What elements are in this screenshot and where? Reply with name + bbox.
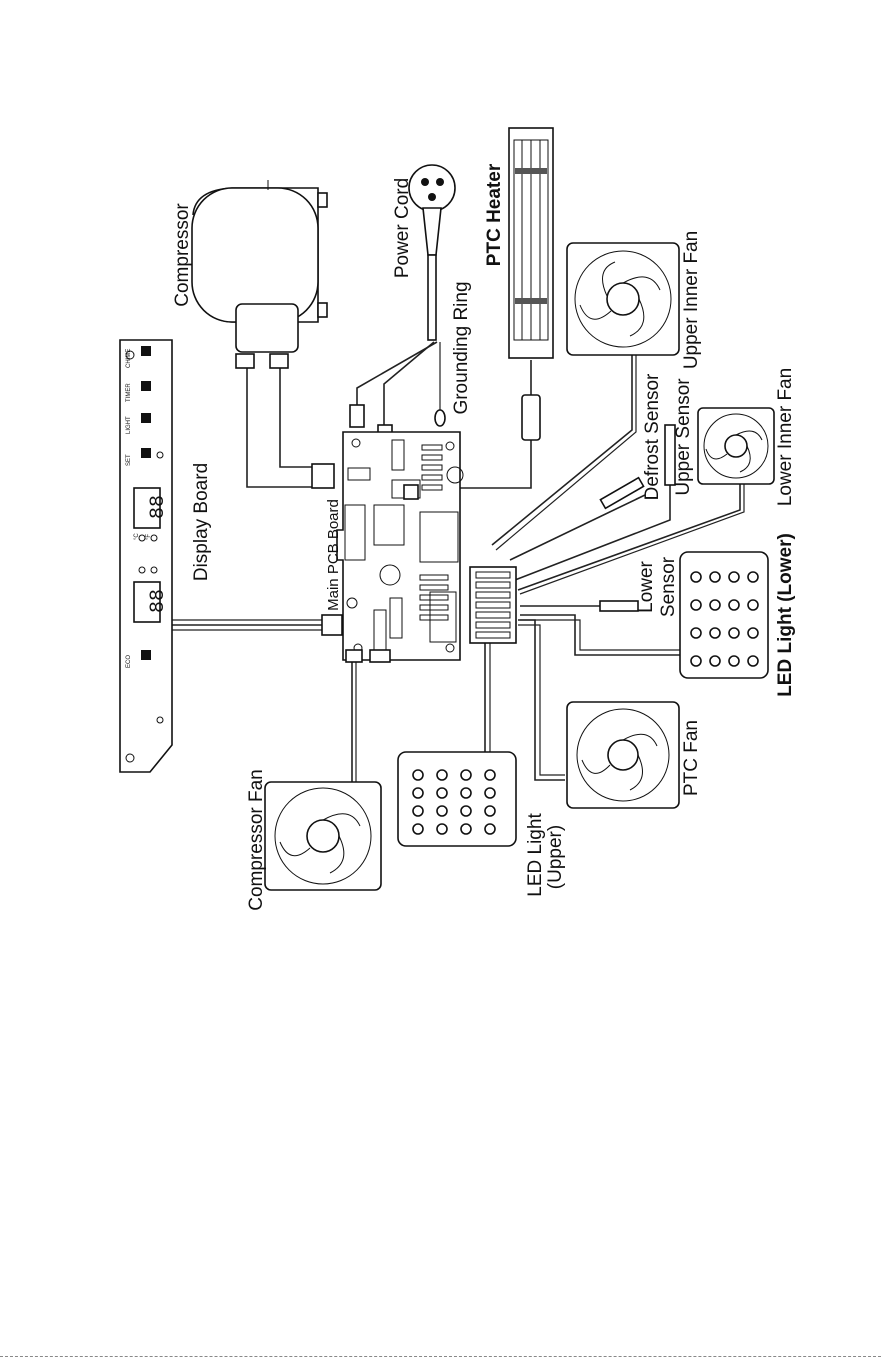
display-board: 88 88 CHIME TIMER LIGHT SET ECO °C °F (120, 340, 172, 772)
btn-label-chime: CHIME (126, 349, 132, 368)
btn-label-light: LIGHT (126, 416, 132, 434)
lower-inner-fan (698, 408, 774, 484)
label-lower-inner-fan: Lower Inner Fan (775, 368, 796, 506)
label-compressor: Compressor (172, 203, 193, 307)
label-ptc-fan: PTC Fan (681, 720, 702, 796)
label-ptc-heater: PTC Heater (484, 163, 505, 266)
upper-inner-fan (567, 243, 679, 355)
page-bottom-border (0, 1356, 881, 1357)
btn-label-set: SET (126, 454, 132, 466)
unit-c: °C (134, 533, 140, 540)
label-lower-sensor-1: Lower (636, 560, 657, 612)
svg-text:88: 88 (147, 495, 170, 519)
compressor (192, 180, 327, 368)
led-light-upper (398, 752, 516, 846)
svg-text:88: 88 (147, 589, 170, 613)
label-compressor-fan: Compressor Fan (246, 769, 267, 911)
label-led-light-upper-2: (Upper) (545, 825, 566, 889)
label-upper-sensor: Upper Sensor (673, 378, 694, 496)
btn-label-eco: ECO (126, 655, 132, 668)
label-defrost-sensor: Defrost Sensor (642, 373, 663, 500)
harness-connector (470, 567, 516, 643)
label-main-pcb-board: Main PCB Board (325, 499, 342, 611)
label-led-light-lower: LED Light (Lower) (775, 533, 796, 697)
label-power-cord: Power Cord (392, 178, 413, 278)
label-led-light-upper-1: LED Light (525, 813, 546, 897)
btn-label-timer: TIMER (126, 383, 132, 402)
ptc-fan (567, 702, 679, 808)
compressor-fan (265, 782, 381, 890)
label-display-board: Display Board (191, 463, 212, 581)
led-light-lower (680, 552, 768, 678)
unit-f: °F (146, 534, 152, 540)
label-upper-inner-fan: Upper Inner Fan (681, 231, 702, 369)
label-lower-sensor-2: Sensor (658, 556, 679, 617)
label-grounding-ring: Grounding Ring (451, 281, 472, 414)
